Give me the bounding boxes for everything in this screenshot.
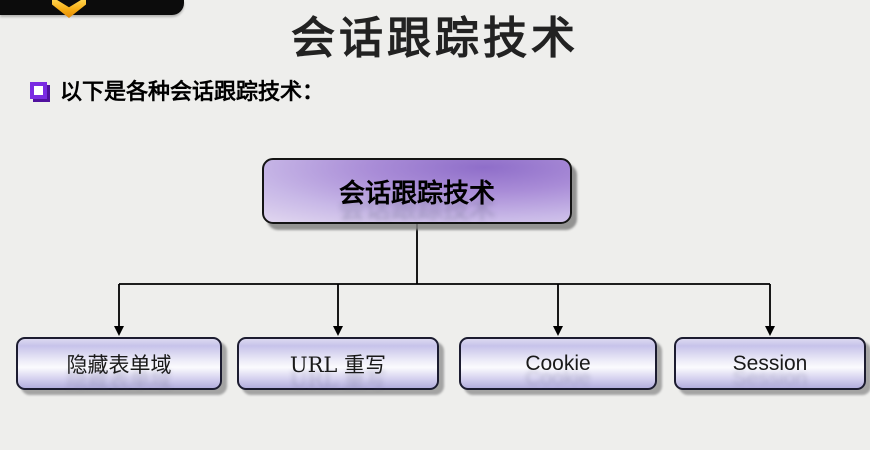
page-title: 会话跟踪技术 <box>291 13 579 64</box>
root-node: 会话跟踪技术 <box>262 158 572 224</box>
leaf-node-url-rewriting: URL 重写 <box>237 337 439 390</box>
header-banner <box>0 0 184 18</box>
arrowhead-icon <box>114 326 124 336</box>
bullet-text: 以下是各种会话跟踪技术： <box>60 79 325 104</box>
arrowhead-icon <box>553 326 563 336</box>
leaf-node-label: Cookie <box>525 351 591 375</box>
leaf-node-label: 隐藏表单域 <box>66 352 172 377</box>
leaf-node-label: Session <box>732 351 808 375</box>
arrowhead-icon <box>765 326 775 336</box>
leaf-node-label: URL 重写 <box>289 352 387 377</box>
leaf-node-hidden-form-field: 隐藏表单域 <box>16 337 222 390</box>
bullet-item: 以下是各种会话跟踪技术： <box>30 74 324 106</box>
square-bullet-icon <box>30 81 47 99</box>
leaf-node-cookie: Cookie <box>459 337 657 390</box>
root-node-label: 会话跟踪技术 <box>338 177 495 208</box>
arrowhead-icon <box>333 326 343 336</box>
leaf-node-session: Session <box>674 337 866 390</box>
